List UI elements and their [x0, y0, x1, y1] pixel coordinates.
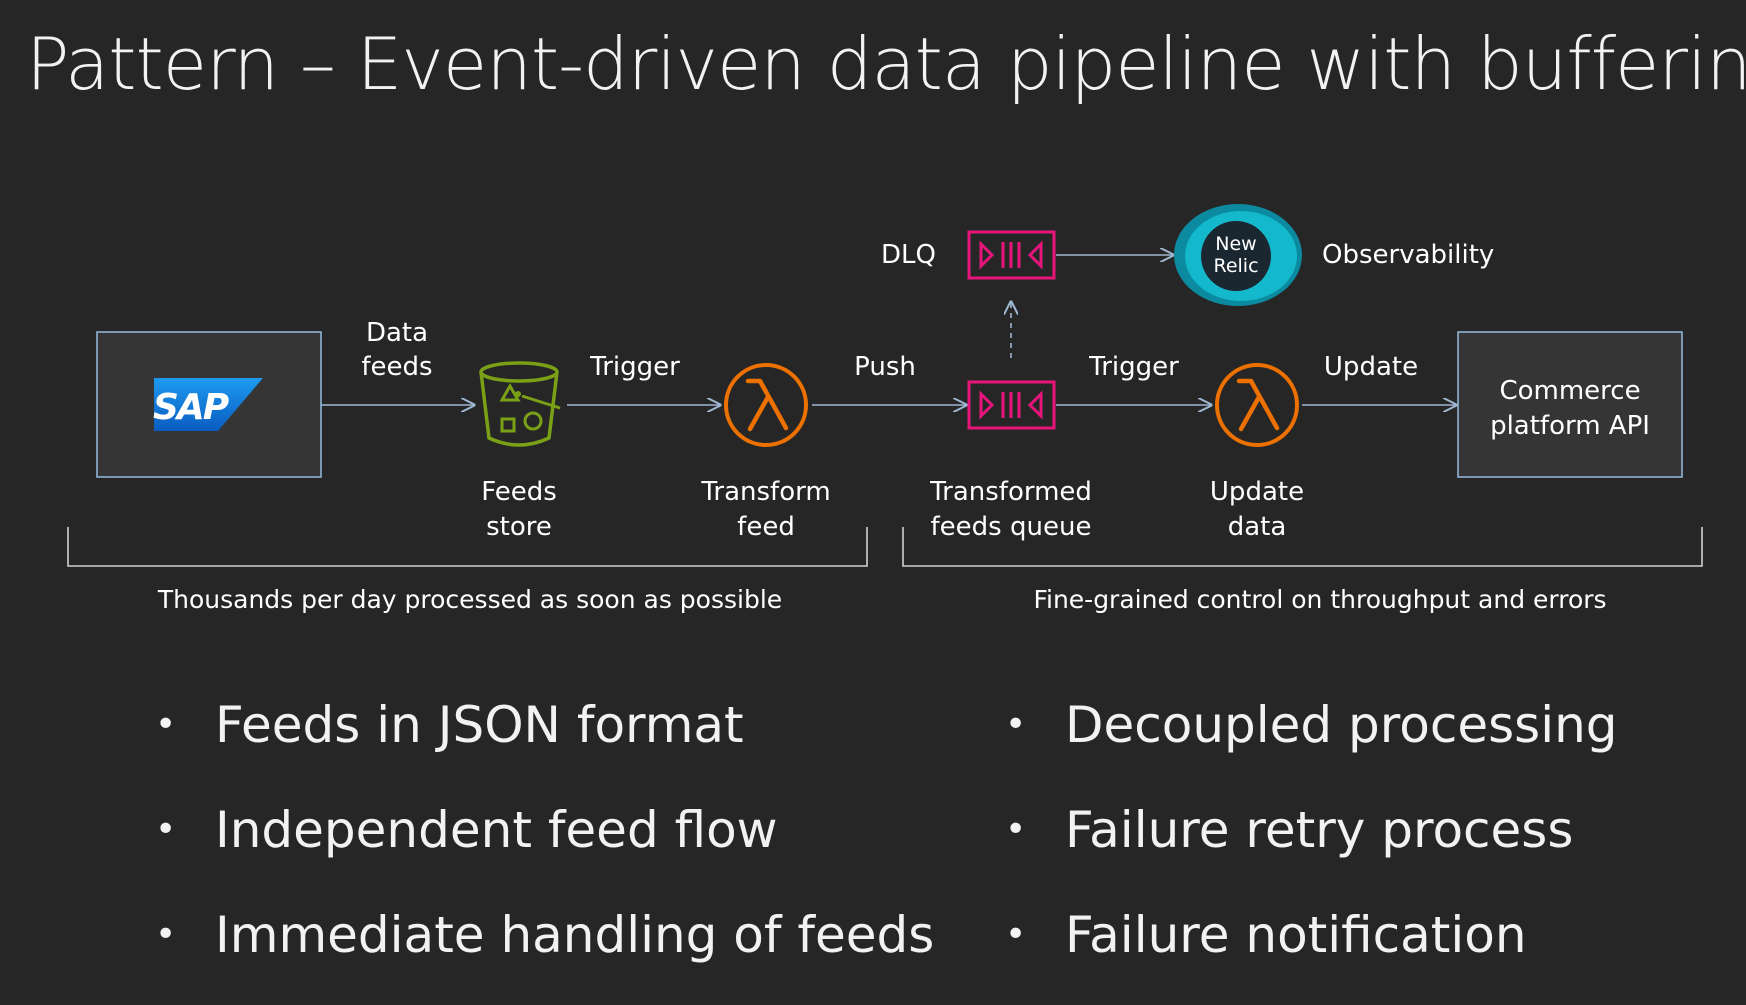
bullet-item: Feeds in JSON format	[155, 690, 934, 795]
update-data-label-line-1: Update	[1210, 477, 1304, 507]
new-relic-logo: New Relic	[1174, 204, 1302, 306]
bullet-item: Decoupled processing	[1005, 690, 1618, 795]
new-relic-logo-line-1: New	[1215, 233, 1256, 255]
observability-label: Observability	[1322, 240, 1494, 270]
sap-logo	[154, 378, 263, 431]
left-group-caption: Thousands per day processed as soon as p…	[157, 585, 782, 614]
right-group-caption: Fine-grained control on throughput and e…	[1033, 585, 1606, 614]
feeds-store-label-line-2: store	[486, 512, 552, 542]
sap-source-node: SAP	[96, 331, 322, 478]
queue-label-line-1: Transformed	[929, 477, 1092, 507]
transform-feed-label-line-2: feed	[737, 512, 795, 542]
transform-feed-label-line-1: Transform	[700, 477, 830, 507]
edges	[321, 255, 1456, 405]
bullet-item: Immediate handling of feeds	[155, 900, 934, 1005]
edge-label-trigger-1: Trigger	[589, 352, 680, 382]
sqs-queue-icon	[967, 380, 1056, 430]
bullet-item: Failure notification	[1005, 900, 1618, 1005]
feeds-store-label-line-1: Feeds	[481, 477, 557, 507]
right-group-bracket	[902, 527, 1703, 567]
left-bullet-list: Feeds in JSON format Independent feed fl…	[155, 690, 934, 1005]
edge-label-data-feeds-line-2: feeds	[361, 352, 432, 382]
queue-label-line-2: feeds queue	[931, 512, 1092, 542]
s3-bucket-icon	[479, 361, 561, 447]
sap-logo-text: SAP	[153, 387, 229, 428]
update-data-label-line-2: data	[1228, 512, 1287, 542]
commerce-api-label-line-2: platform API	[1490, 411, 1650, 441]
right-bullet-list: Decoupled processing Failure retry proce…	[1005, 690, 1618, 1005]
bullet-item: Failure retry process	[1005, 795, 1618, 900]
edge-label-update: Update	[1324, 352, 1418, 382]
sqs-dlq-icon	[967, 230, 1056, 280]
bullet-item: Independent feed flow	[155, 795, 934, 900]
dlq-label: DLQ	[881, 240, 936, 270]
new-relic-logo-line-2: Relic	[1213, 255, 1258, 277]
edge-label-push: Push	[854, 352, 916, 382]
commerce-api-label-line-1: Commerce	[1499, 376, 1640, 406]
lambda-update-icon	[1215, 363, 1299, 447]
edge-label-data-feeds-line-1: Data	[366, 318, 428, 348]
left-group-bracket	[67, 527, 868, 567]
commerce-api-node: Commerce platform API	[1457, 331, 1683, 478]
lambda-transform-icon	[724, 363, 808, 447]
edge-label-trigger-2: Trigger	[1088, 352, 1179, 382]
page-title: Pattern – Event-driven data pipeline wit…	[26, 22, 1746, 106]
